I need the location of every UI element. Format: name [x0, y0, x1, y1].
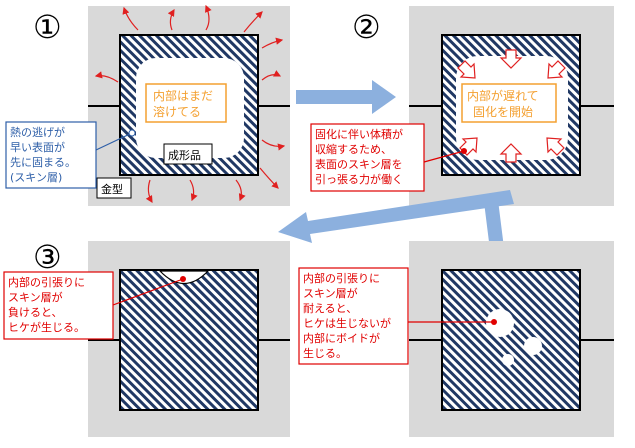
callout-4-line-3: 耐えると、	[303, 302, 357, 315]
void-small	[502, 354, 514, 366]
step-number-2: ②	[352, 8, 381, 46]
heat-arrow-icon	[259, 167, 279, 189]
heat-arrow-icon	[261, 139, 286, 151]
step-number-1: ①	[33, 8, 62, 46]
panel-step-4	[408, 241, 614, 437]
callout-3-line-4: ヒケが生じる。	[8, 320, 85, 334]
panel-step-2: 内部が遅れて 固化を開始	[409, 6, 614, 206]
part-label: 成形品	[168, 149, 201, 162]
mold-label: 金型	[101, 182, 123, 196]
panel-step-3	[88, 241, 290, 437]
heat-arrows	[94, 4, 286, 204]
heat-arrow-icon	[205, 4, 212, 31]
heat-arrow-icon	[167, 8, 175, 31]
heat-arrow-icon	[122, 6, 139, 31]
callout-pointer-2	[423, 150, 465, 163]
process-arrow-1-to-2	[296, 80, 396, 114]
callout-3-line-1: 内部の引張りに	[8, 275, 85, 289]
callout-4-line-4: ヒケは生じないが	[303, 316, 391, 330]
center-text-2-line-2: 固化を開始	[473, 105, 533, 119]
callout-4-line-2: スキン層が	[303, 286, 358, 300]
callout-4-line-6: 生じる。	[303, 346, 347, 360]
center-text-1-line-1: 内部はまだ	[153, 88, 213, 103]
process-arrow-2-to-3	[278, 190, 514, 243]
center-text-2-line-1: 内部が遅れて	[467, 88, 539, 103]
shrink-arrow-tr-icon	[547, 60, 566, 79]
callout-pointer-dot-3	[180, 276, 186, 282]
void-medium	[524, 337, 542, 355]
molded-part-3	[119, 269, 259, 411]
shrink-arrow-br-icon	[546, 137, 565, 156]
heat-arrow-icon	[145, 179, 153, 204]
heat-arrow-icon	[261, 70, 282, 81]
callout-2-line-1: 固化に伴い体積が	[315, 127, 403, 141]
heat-arrow-icon	[189, 179, 198, 202]
callout-box-1	[5, 121, 97, 189]
step-number-3: ③	[33, 238, 62, 276]
part-label-box	[163, 143, 213, 165]
heat-arrow-icon	[261, 37, 284, 49]
callout-box-2	[310, 123, 425, 192]
callout-2-line-2: 収縮するため、	[315, 142, 392, 156]
callout-2-line-4: 引っ張る力が働く	[315, 172, 403, 186]
callout-pointer-3	[112, 278, 184, 306]
callout-pointer-dot-2	[461, 148, 467, 154]
callout-pointer-dot-4	[491, 319, 497, 325]
callout-box-3	[3, 271, 114, 340]
callout-1-line-1: 熱の逃げが	[10, 125, 65, 139]
callout-1-line-3: 先に固まる。	[10, 156, 76, 169]
callout-pointer-dot-1	[128, 129, 136, 137]
callout-4-line-1: 内部の引張りに	[303, 271, 380, 285]
heat-arrow-icon	[94, 71, 119, 83]
callout-1-line-2: 早い表面が	[10, 140, 65, 154]
callout-3-line-3: 負けると、	[8, 306, 63, 319]
center-text-box-1	[145, 83, 227, 123]
panel-step-1: 内部はまだ 溶けてる 成形品 金型 熱の逃げが 早い表面が 先に固まる。	[5, 4, 290, 206]
shrink-arrow-tl-icon	[457, 60, 476, 79]
callout-pointer-1	[95, 132, 133, 151]
mold-label-box	[96, 177, 132, 199]
callout-1-line-4: (スキン層)	[10, 171, 62, 184]
molded-part-4	[441, 269, 581, 411]
callout-2-line-3: 表面のスキン層を	[315, 157, 403, 171]
shrink-arrow-top-icon	[499, 49, 523, 69]
center-text-1-line-2: 溶けてる	[153, 104, 201, 119]
callout-4-line-5: 内部にボイドが	[303, 331, 380, 345]
callout-box-4	[298, 267, 409, 365]
shrink-arrow-bottom-icon	[499, 143, 523, 163]
void-large	[486, 309, 514, 337]
heat-arrow-icon	[243, 11, 263, 33]
center-text-box-2	[461, 83, 557, 123]
heat-arrow-icon	[235, 179, 246, 202]
callout-3-line-2: スキン層が	[8, 290, 63, 304]
